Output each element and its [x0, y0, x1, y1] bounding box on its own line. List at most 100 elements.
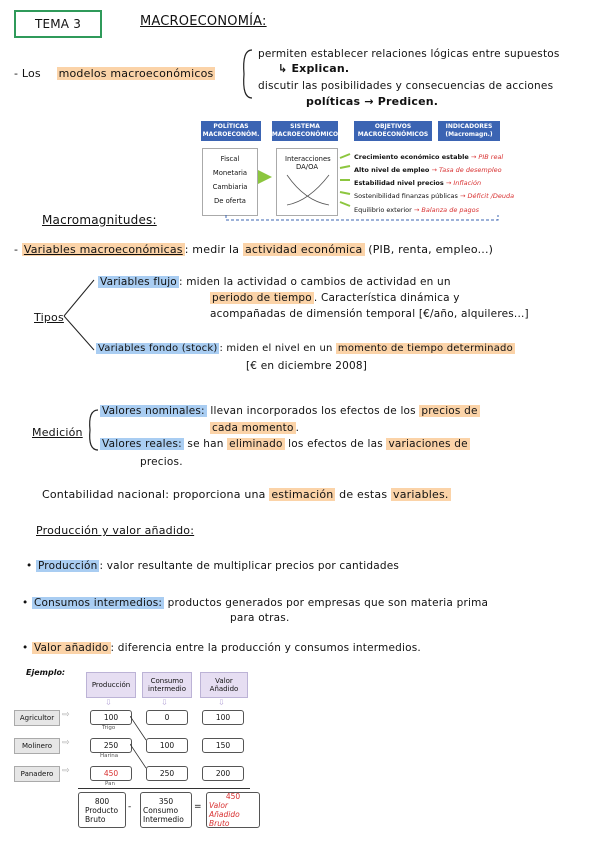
diagram-header-objetivos: OBJETIVOS MACROECONÓMICOS — [354, 121, 432, 141]
cell-ci: 100 — [146, 738, 188, 753]
feedback-dashed-line — [225, 215, 499, 221]
macro-rest2: (PIB, renta, empleo...) — [364, 243, 494, 256]
modelos-lead-text: - Los — [14, 67, 41, 80]
carry-arrows — [130, 716, 147, 769]
row-panadero: Panadero — [14, 766, 60, 782]
goal-label: Crecimiento económico estable — [354, 153, 469, 161]
minus-sign: - — [128, 802, 132, 812]
goal-indicator: → Inflación — [445, 179, 482, 187]
real-line1: Valores reales: se han eliminado los efe… — [100, 438, 470, 450]
fondo-line1: Variables fondo (stock): miden el nivel … — [96, 343, 515, 354]
cell-va: 150 — [202, 738, 244, 753]
fondo-highlight: momento de tiempo determinado — [335, 343, 515, 354]
medicion-brace — [89, 409, 99, 451]
real-highlight1: eliminado — [227, 438, 285, 450]
modelos-highlight: modelos macroeconómicos — [56, 67, 216, 80]
real-text1: se han — [183, 438, 228, 450]
goal-label: Sostenibilidad finanzas públicas — [354, 192, 458, 200]
row-molinero: Molinero — [14, 738, 60, 754]
cell-va: 100 — [202, 710, 244, 725]
goal-label: Alto nivel de empleo — [354, 166, 430, 174]
total-producto-bruto: 800 Producto Bruto — [78, 792, 126, 828]
goal-label: Estabilidad nivel precios — [354, 179, 444, 187]
total-va-label: Valor Añadido Bruto — [209, 801, 240, 828]
cell-ci: 250 — [146, 766, 188, 781]
col-consumo: Consumo intermedio — [142, 672, 192, 698]
diagram-header-indicadores: INDICADORES (Macromagn.) — [438, 121, 500, 141]
nominal-highlight1: precios de — [419, 405, 480, 417]
produccion-text: : valor resultante de multiplicar precio… — [99, 560, 400, 572]
valor-text: : diferencia entre la producción y consu… — [110, 642, 421, 654]
valor-label: Valor añadido — [31, 642, 111, 654]
goal-indicator: → Déficit /Deuda — [459, 192, 515, 200]
col-valor: Valor Añadido — [200, 672, 248, 698]
policy-fiscal: Fiscal — [220, 155, 240, 163]
contabilidad-highlight2: variables. — [391, 488, 451, 501]
total-va-value: 450 — [225, 792, 241, 801]
contabilidad-mid: de estas — [335, 488, 391, 501]
cell-ci: 0 — [146, 710, 188, 725]
modelos-b1: permiten establecer relaciones lógicas e… — [258, 48, 560, 60]
cell-prod: 100 — [90, 710, 132, 725]
totals-line — [78, 788, 250, 789]
flujo-label: Variables flujo — [98, 276, 179, 288]
flujo-text2: . Característica dinámica y — [313, 292, 460, 304]
goal-indicator: → PIB real — [470, 153, 504, 161]
policy-diagram: POLÍTICAS MACROECONÓM. SISTEMA MACROECON… — [200, 118, 514, 221]
contabilidad-highlight: estimación — [269, 488, 336, 501]
fondo-label: Variables fondo (stock) — [96, 343, 220, 354]
tema-label: TEMA 3 — [34, 17, 82, 31]
nominal-label: Valores nominales: — [100, 405, 207, 417]
tipos-label: Tipos — [34, 311, 64, 324]
flujo-text1: : miden la actividad o cambios de activi… — [178, 276, 451, 288]
goal-row: Equilibrio exterior → Balanza de pagos — [354, 206, 479, 214]
macro-line: - Variables macroeconómicas: medir la ac… — [14, 243, 493, 256]
total-ci-value: 350 — [158, 796, 174, 806]
macro-variables: Variables macroeconómicas — [21, 243, 185, 256]
macromagnitudes-title: Macromagnitudes: — [42, 213, 157, 227]
nominal-line2: cada momento. — [210, 422, 299, 434]
tema-box: TEMA 3 — [14, 10, 102, 38]
produccion-bullet3: • Valor añadido: diferencia entre la pro… — [22, 642, 421, 654]
contabilidad-lead: Contabilidad nacional: proporciona una — [42, 488, 270, 501]
total-valor-anadido: 450 Valor Añadido Bruto — [206, 792, 260, 828]
policy-monetaria: Monetaria — [212, 169, 248, 177]
nominal-text2: . — [295, 422, 300, 434]
produccion-bullet1: • Producción: valor resultante de multip… — [26, 560, 400, 572]
ejemplo-table: Ejemplo: Producción Consumo intermedio V… — [14, 666, 274, 836]
supply-demand-curves-icon — [286, 174, 330, 206]
consumos-label: Consumos intermedios: — [31, 597, 165, 609]
real-text2: los efectos de las — [284, 438, 387, 450]
down-arrow-icon: ⇩ — [218, 698, 225, 707]
real-line2: precios. — [140, 456, 183, 468]
fondo-text1: : miden el nivel en un — [219, 343, 336, 354]
cell-prod: 450 — [90, 766, 132, 781]
macro-rest1: : medir la — [184, 243, 243, 256]
goal-row: Estabilidad nivel precios → Inflación — [354, 179, 481, 187]
goal-label: Equilibrio exterior — [354, 206, 412, 214]
row-agricultor: Agricultor — [14, 710, 60, 726]
modelos-b2b: políticas → Predicen. — [306, 95, 439, 108]
goal-arrows-icon — [339, 153, 351, 207]
down-arrow-icon: ⇩ — [105, 698, 112, 707]
flujo-line2: periodo de tiempo. Característica dinámi… — [210, 292, 460, 304]
modelos-lead: - Los modelos macroeconómicos — [14, 67, 216, 80]
col-produccion: Producción — [86, 672, 136, 698]
cell-sub: Pan — [105, 781, 115, 787]
consumos-text: productos generados por empresas que son… — [164, 597, 489, 609]
tipos-branch — [63, 279, 95, 351]
real-label: Valores reales: — [100, 438, 184, 450]
arrow-right-icon: ⇨ — [62, 738, 70, 748]
fondo-line2: [€ en diciembre 2008] — [246, 360, 368, 372]
down-arrow-icon: ⇩ — [161, 698, 168, 707]
ejemplo-label: Ejemplo: — [26, 668, 66, 677]
flujo-line1: Variables flujo: miden la actividad o ca… — [98, 276, 451, 288]
goal-row: Crecimiento económico estable → PIB real — [354, 153, 503, 161]
modelos-brace — [243, 49, 253, 99]
total-prod-label: Producto Bruto — [85, 805, 119, 824]
produccion-bullet2: • Consumos intermedios: productos genera… — [22, 597, 489, 609]
arrow-right-icon: ⇨ — [62, 766, 70, 776]
policy-list: Fiscal Monetaria Cambiaria De oferta — [202, 148, 258, 216]
total-prod-value: 800 — [94, 796, 110, 806]
goal-row: Sostenibilidad finanzas públicas → Défic… — [354, 192, 514, 200]
